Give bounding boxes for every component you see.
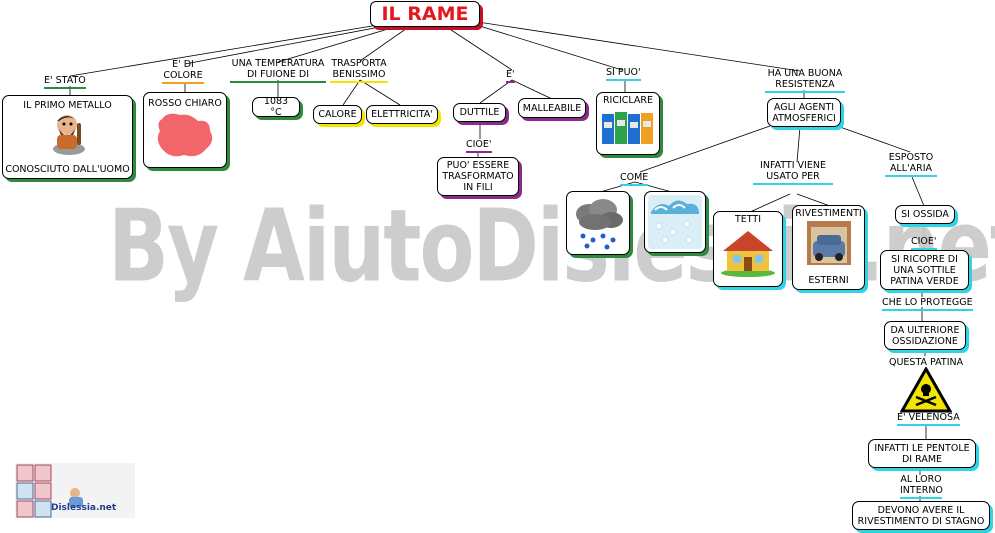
label-si-puo: SI PUO' bbox=[606, 67, 641, 81]
node-malleabile: MALLEABILE bbox=[518, 98, 586, 118]
node-elettricita: ELETTRICITA' bbox=[366, 105, 438, 124]
node-patina: SI RICOPRE DI UNA SOTTILE PATINA VERDE bbox=[880, 250, 969, 290]
poison-warning-icon bbox=[900, 367, 952, 413]
node-trasformato: PUO' ESSERE TRASFORMATO IN FILI bbox=[437, 157, 519, 196]
primo-metallo-label: IL PRIMO METALLO bbox=[23, 100, 112, 111]
label-interno: AL LORO INTERNO bbox=[900, 474, 943, 499]
label-e-di-colore: E' DI COLORE bbox=[162, 59, 204, 84]
node-duttile: DUTTILE bbox=[453, 103, 506, 122]
riciclare-label: RICICLARE bbox=[602, 95, 654, 106]
node-stagno: DEVONO AVERE IL RIVESTIMENTO DI STAGNO bbox=[852, 501, 990, 530]
rain-cloud-icon bbox=[576, 199, 623, 250]
red-color-swatch-icon bbox=[157, 113, 213, 157]
node-ossidazione: DA ULTERIORE OSSIDAZIONE bbox=[884, 321, 966, 350]
conosciuto-label: CONOSCIUTO DALL'UOMO bbox=[5, 164, 130, 175]
logo-blocks-icon bbox=[16, 464, 83, 518]
recycling-bins-icon bbox=[602, 112, 653, 144]
label-infatti-usato: INFATTI VIENE USATO PER bbox=[753, 160, 833, 185]
garage-car-icon bbox=[806, 221, 851, 265]
node-rosso-chiaro: ROSSO CHIARO bbox=[143, 92, 227, 168]
node-riciclare: RICICLARE bbox=[596, 92, 660, 155]
rain-picture bbox=[566, 191, 630, 255]
logo-text: Dislessia.net bbox=[51, 503, 117, 513]
label-resistenza: HA UNA BUONA RESISTENZA bbox=[765, 68, 845, 93]
label-e: E' bbox=[506, 69, 515, 83]
esterni-label: ESTERNI bbox=[808, 275, 849, 286]
label-trasporta: TRASPORTA BENISSIMO bbox=[330, 58, 388, 83]
label-velenosa: E' VELENOSA bbox=[897, 412, 960, 426]
map-title: IL RAME bbox=[370, 1, 480, 27]
house-icon bbox=[721, 231, 775, 277]
label-come: COME bbox=[620, 172, 649, 186]
node-tetti: TETTI bbox=[713, 211, 783, 287]
label-questa-patina: QUESTA PATINA bbox=[889, 357, 964, 368]
aiutodislessia-logo: Dislessia.net bbox=[15, 463, 135, 518]
label-protegge: CHE LO PROTEGGE bbox=[882, 297, 973, 311]
node-1083: 1083 °C bbox=[252, 96, 300, 118]
snow-cloud-icon bbox=[648, 195, 702, 249]
caveman-icon bbox=[52, 115, 85, 155]
label-cioe-1: CIOE' bbox=[466, 139, 492, 153]
label-esposto: ESPOSTO ALL'ARIA bbox=[885, 152, 937, 177]
label-e-stato: E' STATO bbox=[44, 75, 86, 89]
label-temperatura: UNA TEMPERATURA DI FUIONE DI bbox=[230, 58, 326, 83]
node-calore: CALORE bbox=[313, 105, 362, 124]
node-si-ossida: SI OSSIDA bbox=[895, 205, 955, 224]
node-rivestimenti: RIVESTIMENTI ESTERNI bbox=[792, 205, 865, 290]
snow-picture bbox=[644, 191, 706, 253]
label-cioe-2: CIOE' bbox=[911, 236, 937, 250]
node-agenti: AGLI AGENTI ATMOSFERICI bbox=[767, 98, 841, 127]
node-primo-metallo: IL PRIMO METALLO CONOSCIUTO DALL'UOMO bbox=[2, 95, 133, 179]
rosso-chiaro-label: ROSSO CHIARO bbox=[148, 98, 222, 109]
tetti-label: TETTI bbox=[734, 214, 762, 225]
node-pentole: INFATTI LE PENTOLE DI RAME bbox=[868, 439, 976, 468]
rivestimenti-label: RIVESTIMENTI bbox=[795, 208, 862, 219]
